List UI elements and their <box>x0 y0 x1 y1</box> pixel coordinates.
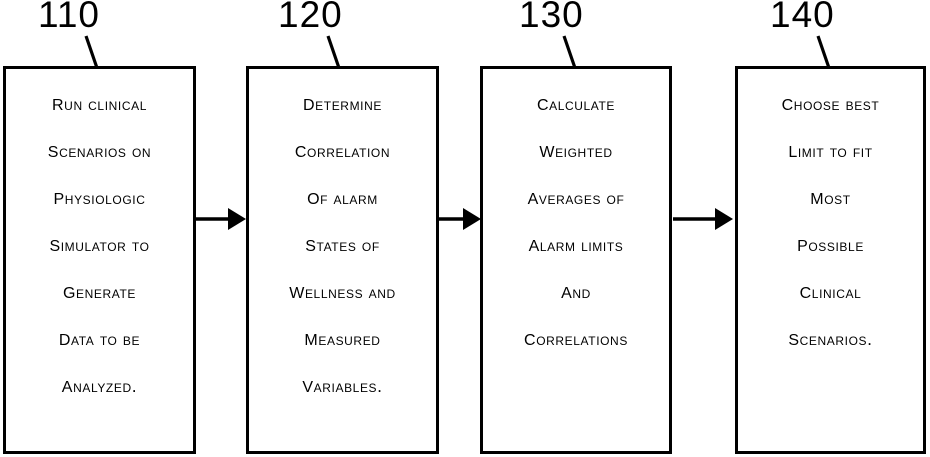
process-line: RUN CLINICAL <box>52 90 147 115</box>
process-line: STATES OF <box>305 231 380 256</box>
process-line: AND <box>561 278 591 303</box>
process-line: AVERAGES OF <box>527 184 625 209</box>
process-line: MEASURED <box>304 325 381 350</box>
process-line: VARIABLES. <box>302 372 383 397</box>
process-box-120-text: DETERMINE CORRELATION OF ALARM STATES OF… <box>249 79 436 408</box>
process-line: ALARM LIMITS <box>528 231 624 256</box>
process-line: CHOOSE BEST <box>781 90 880 115</box>
process-line: GENERATE <box>62 278 137 303</box>
process-box-130-text: CALCULATE WEIGHTED AVERAGES OF ALARM LIM… <box>483 79 669 361</box>
reference-numeral-140: 140 <box>770 0 835 35</box>
process-line: DATA TO BE <box>58 325 141 350</box>
process-line: SIMULATOR TO <box>49 231 150 256</box>
process-line: OF ALARM <box>307 184 378 209</box>
process-line: SCENARIOS ON <box>47 137 152 162</box>
process-box-140-text: CHOOSE BEST LIMIT TO FIT MOST POSSIBLE C… <box>738 79 923 361</box>
process-line: POSSIBLE <box>797 231 864 256</box>
process-line: MOST <box>810 184 851 209</box>
process-line: SCENARIOS. <box>788 325 873 350</box>
reference-numeral-110: 110 <box>38 0 100 35</box>
process-line: CALCULATE <box>536 90 616 115</box>
process-line: LIMIT TO FIT <box>788 137 873 162</box>
arrow-120-to-130 <box>437 208 481 230</box>
process-box-110-text: RUN CLINICAL SCENARIOS ON PHYSIOLOGIC SI… <box>6 79 193 408</box>
leader-line-130 <box>562 35 577 69</box>
process-line: PHYSIOLOGIC <box>53 184 146 209</box>
process-line: CORRELATION <box>294 137 391 162</box>
process-line: ANALYZED. <box>61 372 138 397</box>
process-line: WELLNESS AND <box>289 278 396 303</box>
reference-numeral-120: 120 <box>278 0 343 35</box>
leader-line-140 <box>816 35 831 69</box>
process-box-130[interactable]: CALCULATE WEIGHTED AVERAGES OF ALARM LIM… <box>480 66 672 454</box>
process-box-120[interactable]: DETERMINE CORRELATION OF ALARM STATES OF… <box>246 66 439 454</box>
process-line: DETERMINE <box>303 90 382 115</box>
arrow-110-to-120 <box>196 208 246 230</box>
leader-line-120 <box>326 35 341 69</box>
reference-numeral-130: 130 <box>519 0 584 35</box>
process-box-110[interactable]: RUN CLINICAL SCENARIOS ON PHYSIOLOGIC SI… <box>3 66 196 454</box>
process-line: CORRELATIONS <box>524 325 628 350</box>
process-line: WEIGHTED <box>539 137 613 162</box>
leader-line-110 <box>84 35 99 69</box>
process-box-140[interactable]: CHOOSE BEST LIMIT TO FIT MOST POSSIBLE C… <box>735 66 926 454</box>
process-line: CLINICAL <box>799 278 862 303</box>
arrow-130-to-140 <box>673 208 733 230</box>
